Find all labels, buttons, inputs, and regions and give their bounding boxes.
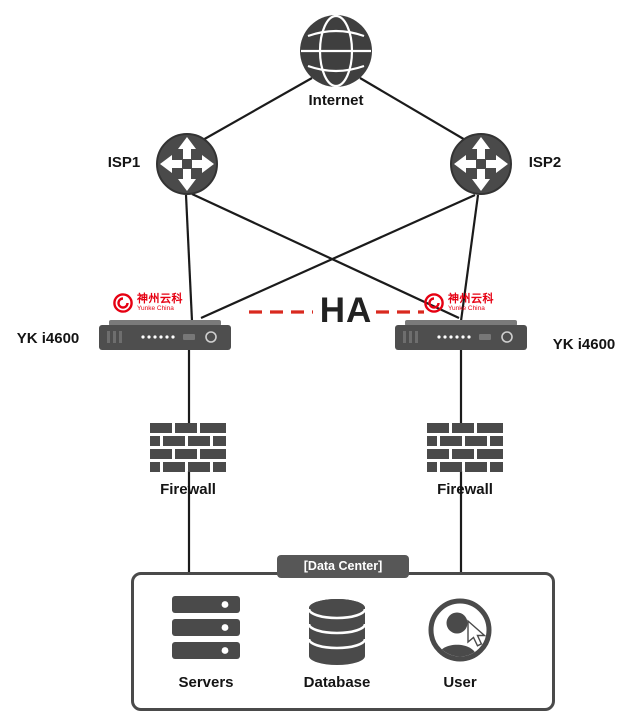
user-node [427,597,493,663]
brand-logo-left: 神州云科 Yunke China [112,292,183,314]
brand-name-en: Yunke China [137,304,174,312]
link-internet-isp2 [359,77,468,142]
ha-label: HA [316,293,376,328]
adc-right-label: YK i4600 [552,336,616,353]
firewall-right-label: Firewall [437,481,493,498]
datacenter-badge: [Data Center] [277,555,409,578]
isp1-label: ISP1 [107,154,141,171]
internet-label: Internet [308,92,364,109]
link-isp2-adc-left [200,193,476,320]
yunke-swirl-icon [113,293,133,313]
firewall-right-node [427,423,503,472]
user-circle-icon [428,598,492,662]
database-node [307,599,367,665]
brand-name-en: Yunke China [448,304,485,312]
link-isp2-adc-right [459,194,480,322]
router-icon [450,133,512,195]
link-internet-isp1 [200,77,313,142]
database-cylinder-icon [307,599,367,665]
brand-name-cn: 神州云科 [137,292,183,305]
adc-left-label: YK i4600 [16,330,80,347]
firewall-left-label: Firewall [160,481,216,498]
adc-right-node [395,320,527,352]
link-isp1-adc-right [191,193,460,319]
brand-logo-right: 神州云科 Yunke China [423,292,494,314]
isp2-node [449,132,513,196]
adc-left-node [99,320,231,352]
appliance-icon [99,320,231,350]
firewall-brick-icon [427,423,503,472]
database-label: Database [303,674,371,691]
router-icon [156,133,218,195]
internet-node [298,13,374,89]
firewall-left-node [150,423,226,472]
appliance-icon [395,320,527,350]
isp2-label: ISP2 [528,154,562,171]
servers-stack-icon [172,596,240,659]
internet-globe-icon [300,14,372,88]
firewall-brick-icon [150,423,226,472]
brand-name-cn: 神州云科 [448,292,494,305]
link-isp1-adc-left [184,194,194,322]
isp1-node [155,132,219,196]
servers-label: Servers [178,674,234,691]
yunke-swirl-icon [424,293,444,313]
servers-node [172,596,240,660]
user-label: User [443,674,477,691]
